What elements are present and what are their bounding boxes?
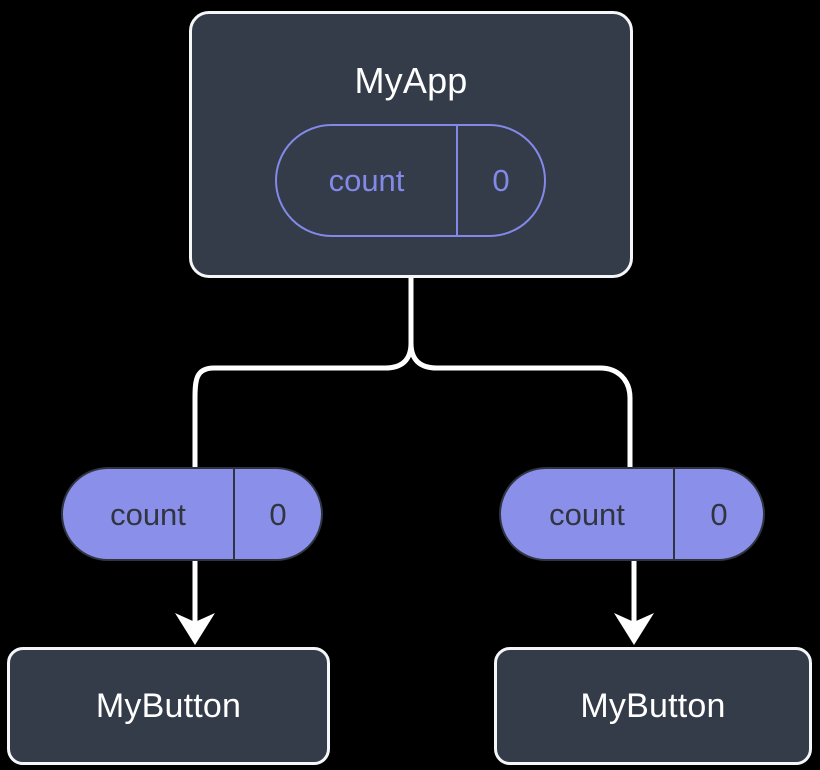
component-title: MyButton [95, 687, 242, 725]
component-title: MyButton [580, 687, 726, 725]
state-value: 0 [710, 496, 728, 532]
state-label: count [277, 126, 458, 235]
component-node-mybutton-1[interactable]: MyButton [7, 647, 330, 765]
arrow-right-state-to-button [614, 560, 654, 645]
state-value: 0 [269, 496, 287, 532]
branch-connector-left [192, 340, 414, 473]
state-label: count [63, 469, 235, 559]
state-label: count [501, 469, 675, 559]
state-capsule-child-2[interactable]: count 0 [499, 467, 765, 561]
branch-connector [408, 275, 633, 473]
component-title: MyApp [354, 60, 468, 101]
arrow-left-state-to-button [175, 560, 215, 645]
state-value: 0 [492, 163, 510, 198]
state-capsule-root[interactable]: count 0 [275, 124, 546, 237]
component-node-mybutton-2[interactable]: MyButton [494, 647, 812, 765]
state-capsule-child-1[interactable]: count 0 [61, 467, 323, 561]
